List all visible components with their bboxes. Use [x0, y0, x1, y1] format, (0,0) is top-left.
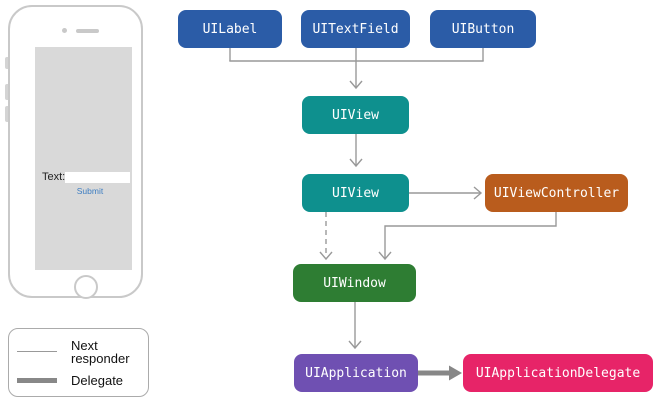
node-uiapplicationdelegate: UIApplicationDelegate: [463, 354, 653, 392]
arrowhead-down-icon: [349, 80, 363, 90]
arrowhead-down-icon: [319, 251, 333, 261]
next-responder-line-icon: [17, 351, 57, 352]
node-uiview-1: UIView: [302, 96, 409, 134]
legend: Next responder Delegate: [8, 328, 149, 397]
node-uilabel: UILabel: [178, 10, 282, 48]
next-responder-arrow-uiviewcontroller-uiwindow: [384, 212, 557, 259]
submit-button[interactable]: Submit: [76, 186, 104, 196]
legend-row-next-responder: Next responder: [17, 339, 140, 365]
legend-delegate-label: Delegate: [71, 372, 124, 388]
phone-mockup: Text: Submit: [8, 5, 143, 299]
node-uiwindow: UIWindow: [293, 264, 416, 302]
node-uiviewcontroller: UIViewController: [485, 174, 628, 212]
speaker-icon: [76, 29, 99, 33]
home-button-icon: [74, 275, 98, 299]
arrowhead-down-icon: [348, 340, 362, 350]
camera-icon: [62, 28, 67, 33]
arrowhead-right-icon: [473, 186, 483, 200]
phone-screen: Text: Submit: [35, 47, 132, 270]
arrowhead-right-filled-icon: [449, 365, 462, 381]
node-uiapplication: UIApplication: [294, 354, 418, 392]
arrowhead-down-icon: [349, 158, 363, 168]
text-field-label: Text:: [42, 171, 66, 183]
node-uibutton: UIButton: [430, 10, 536, 48]
legend-row-delegate: Delegate: [17, 374, 140, 387]
legend-next-responder-label: Next responder: [71, 337, 130, 366]
node-uiview-2: UIView: [302, 174, 409, 212]
phone-volume-up-button: [5, 84, 8, 100]
text-input[interactable]: [65, 172, 130, 183]
delegate-line-icon: [17, 377, 57, 383]
phone-mute-switch: [5, 57, 8, 69]
arrowhead-down-icon: [378, 251, 392, 261]
node-uitextfield: UITextField: [301, 10, 410, 48]
phone-volume-down-button: [5, 106, 8, 122]
